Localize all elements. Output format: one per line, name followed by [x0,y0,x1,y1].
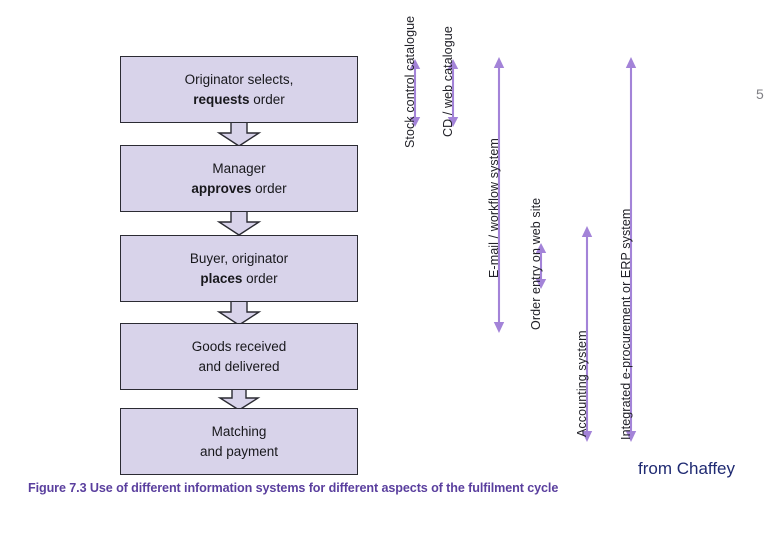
flow-step-box: Goods received and delivered [120,323,358,390]
system-label-stock-control-catalogue: Stock control catalogue [403,15,417,148]
span-arrow-cd-web-catalogue [445,58,461,128]
system-label-cd-web-catalogue: CD / web catalogue [441,26,455,137]
flow-step-text: Manager approves order [191,159,286,198]
flow-step-box: Buyer, originator places order [120,235,358,302]
page-edge-mark: 5 [756,86,764,102]
flow-connector-arrow-down-icon [215,121,263,147]
flow-step-line2-rest: and delivered [198,358,280,374]
flow-connector-arrow-down-icon [215,210,263,236]
span-arrow-email-workflow-system [491,56,507,334]
system-label-email-workflow-system: E-mail / workflow system [487,138,501,278]
flow-step-line2-bold: requests [193,91,250,107]
system-label-integrated-eprocurement-erp: Integrated e-procurement or ERP system [619,208,633,440]
flow-step-line1: Buyer, originator [189,250,289,266]
flow-step-box: Manager approves order [120,145,358,212]
flow-step-line1: Goods received [191,338,287,354]
flow-connector-arrow-down-icon [215,300,263,326]
span-arrow-integrated-eprocurement-erp [623,56,639,443]
flow-step-box: Originator selects, requests order [120,56,358,123]
system-label-accounting-system: Accounting system [575,330,589,437]
flow-step-line2-rest: and payment [199,443,279,459]
figure-attribution: from Chaffey [638,459,736,478]
flow-step-line2-bold: places [200,270,243,286]
flow-step-line2-bold: approves [191,180,252,196]
flow-step-line2-rest: order [242,270,278,286]
figure-caption: Figure 7.3 Use of different information … [28,481,559,495]
span-arrow-stock-control-catalogue [407,58,423,128]
flow-step-text: Originator selects, requests order [185,70,294,109]
flow-step-box: Matching and payment [120,408,358,475]
flow-step-text: Matching and payment [200,422,278,461]
flow-step-text: Buyer, originator places order [190,249,288,288]
span-arrow-accounting-system [579,225,595,443]
flow-step-line2-rest: order [251,180,287,196]
flow-step-text: Goods received and delivered [192,337,287,376]
system-label-order-entry-web-site: Order entry on web site [529,197,543,330]
span-arrow-order-entry-web-site [533,242,549,290]
flow-step-line1: Manager [212,160,266,176]
flow-step-line1: Originator selects, [184,71,294,87]
flow-step-line2-rest: order [249,91,285,107]
flow-step-line1: Matching [211,423,267,439]
